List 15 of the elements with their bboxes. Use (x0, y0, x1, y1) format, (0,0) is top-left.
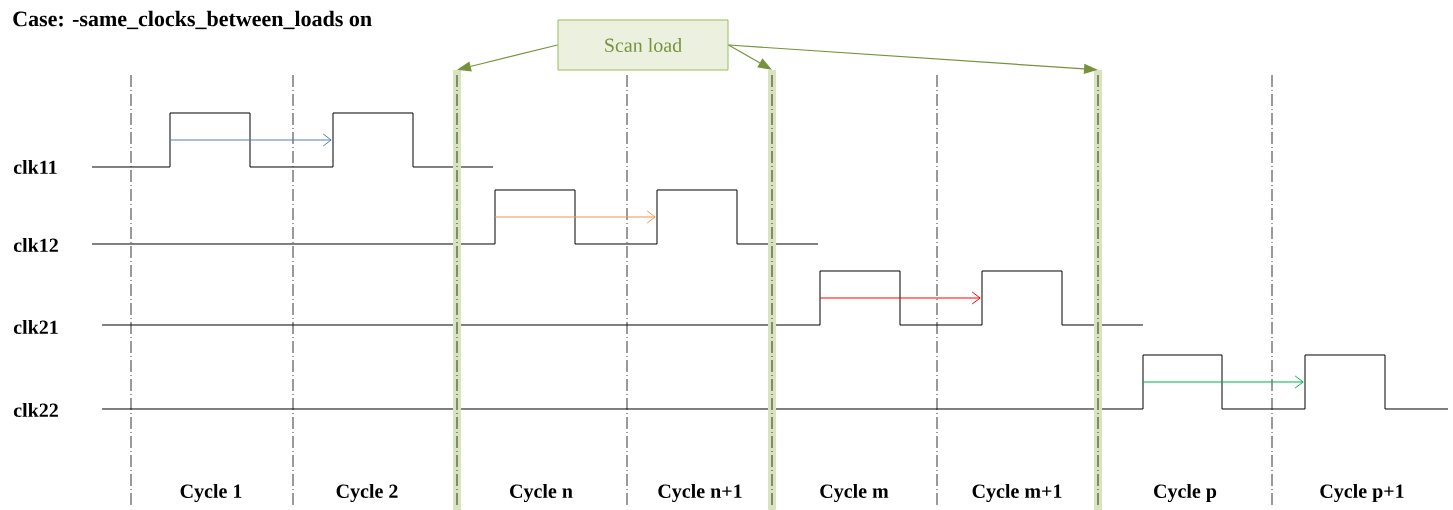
cycle-label: Cycle 1 (178, 482, 244, 504)
signal-name: clk22 (12, 401, 60, 418)
scan-load-band (768, 70, 776, 510)
cycle-label: Cycle p+1 (1318, 482, 1406, 504)
scan-load-band (453, 70, 461, 510)
title: Case: -same_clocks_between_loads on (13, 10, 372, 30)
scan-load-band (1094, 70, 1102, 510)
signal-name: clk21 (12, 318, 60, 335)
arrow (727, 44, 772, 70)
callout-box: Scan load (557, 19, 729, 71)
signal-name: clk11 (12, 158, 59, 176)
signal-name: clk12 (12, 236, 60, 254)
cycle-label: Cycle p (1152, 482, 1218, 504)
cycle-label: Cycle m (818, 482, 890, 504)
cycle-label: Cycle n (508, 482, 574, 504)
